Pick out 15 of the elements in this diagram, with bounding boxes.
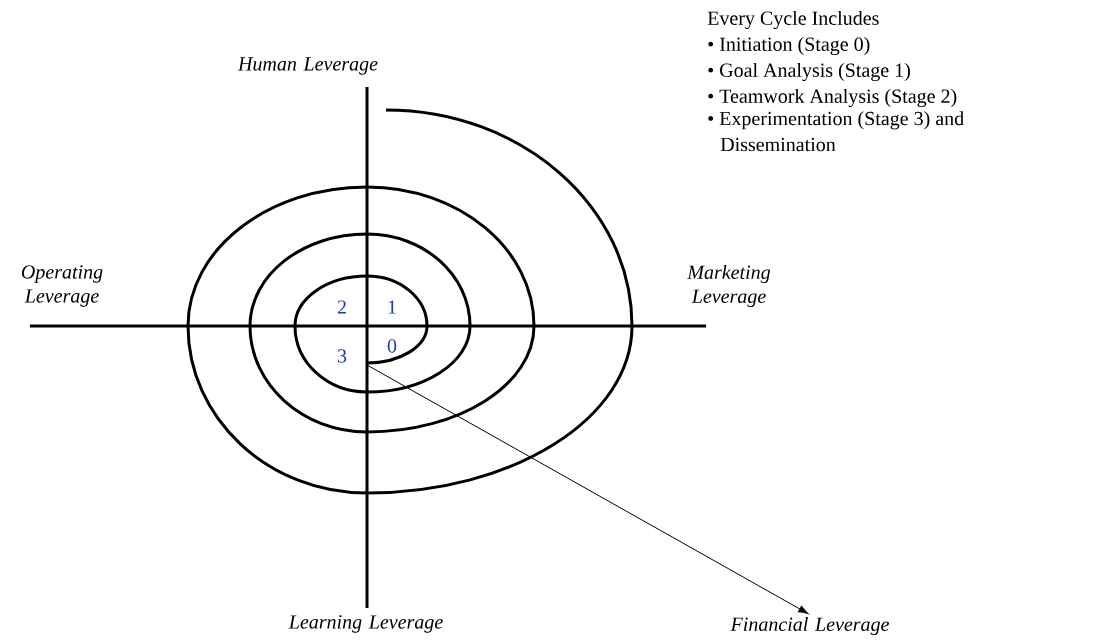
stage-number: 2: [337, 300, 346, 314]
arrow: [366, 364, 809, 615]
axis-label: Learning Leverage: [288, 615, 443, 633]
list-heading: Every Cycle Includes: [707, 10, 879, 30]
list-item: • Initiation (Stage 0): [708, 36, 870, 56]
stage-number: 3: [337, 349, 347, 363]
axis-label: Marketing Leverage: [687, 264, 771, 308]
list-item: • Teamwork Analysis (Stage 2): [708, 88, 957, 108]
list-item: • Experimentation (Stage 3) and Dissemination: [708, 111, 964, 152]
axis-label: Operating Leverage: [21, 265, 103, 307]
list-item: • Goal Analysis (Stage 1): [708, 62, 910, 82]
stage-number: 0: [387, 339, 397, 353]
axis-label: Human Leverage: [237, 57, 378, 75]
stage-number: 1: [388, 300, 396, 314]
axis-label: Financial Leverage: [730, 616, 889, 636]
